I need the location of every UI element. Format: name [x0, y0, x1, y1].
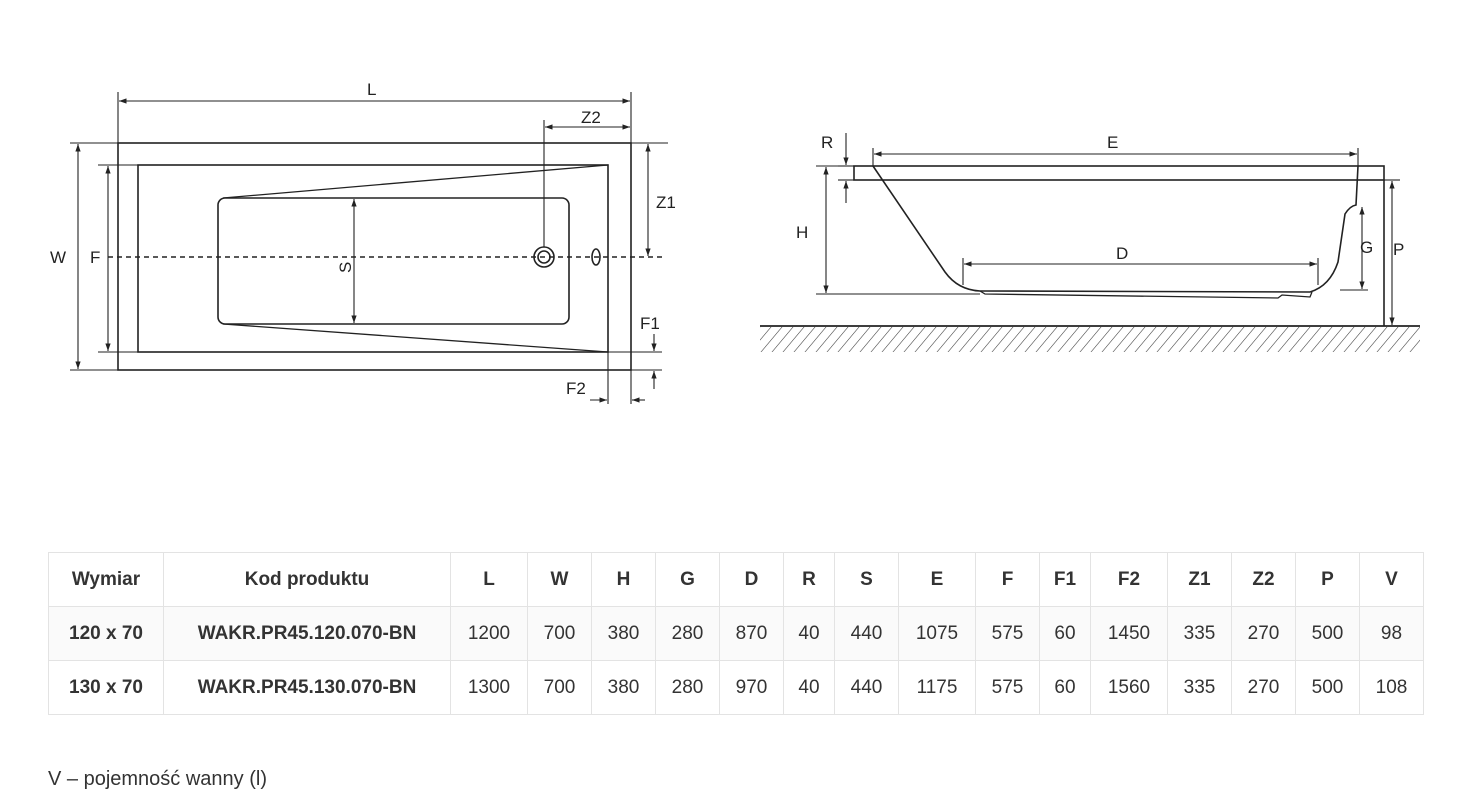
header-cell: Z1: [1167, 552, 1232, 607]
header-cell: S: [834, 552, 899, 607]
table-cell: 1075: [898, 606, 976, 661]
overflow-icon: [591, 248, 601, 266]
label-G: G: [1360, 238, 1373, 257]
label-F1: F1: [640, 314, 660, 333]
floor-hatch: [760, 327, 1420, 352]
side-view-dimensions: [816, 133, 1400, 325]
table-row: 120 x 70 WAKR.PR45.120.070-BN 1200 700 3…: [48, 606, 1424, 661]
header-cell: W: [527, 552, 592, 607]
label-Z2: Z2: [581, 108, 601, 127]
header-cell: V: [1359, 552, 1424, 607]
table-cell: 60: [1039, 606, 1091, 661]
side-view-drawing: [760, 165, 1420, 327]
label-F: F: [90, 248, 100, 267]
label-H: H: [796, 223, 808, 242]
label-R: R: [821, 133, 833, 152]
table-cell: 1300: [450, 660, 528, 715]
header-cell: E: [898, 552, 976, 607]
top-view-dimensions: [70, 92, 668, 404]
tub-bottom-plate: [979, 290, 1313, 299]
table-cell: 270: [1231, 606, 1296, 661]
table-cell: 970: [719, 660, 784, 715]
table-cell: 130 x 70: [48, 660, 164, 715]
technical-drawing: L Z2 Z1 W F S F1 F2: [50, 80, 1420, 404]
table-cell: 1450: [1090, 606, 1168, 661]
table-cell: 120 x 70: [48, 606, 164, 661]
side-view-labels: R E H D G P: [796, 133, 1404, 263]
label-S: S: [336, 262, 355, 273]
header-cell: R: [783, 552, 835, 607]
label-L: L: [367, 80, 376, 99]
header-cell: G: [655, 552, 720, 607]
tub-inner-basin: [137, 164, 609, 353]
table-cell: 40: [783, 660, 835, 715]
table-cell: 700: [527, 606, 592, 661]
tub-profile: [872, 165, 1359, 293]
table-cell: 575: [975, 606, 1040, 661]
table-cell: WAKR.PR45.120.070-BN: [163, 606, 451, 661]
label-P: P: [1393, 240, 1404, 259]
header-cell: H: [591, 552, 656, 607]
table-cell: 380: [591, 606, 656, 661]
slope-line-bottom: [222, 323, 609, 353]
top-view-drawing: [108, 142, 664, 371]
label-Z1: Z1: [656, 193, 676, 212]
table-cell: 335: [1167, 606, 1232, 661]
table-row: 130 x 70 WAKR.PR45.130.070-BN 1300 700 3…: [48, 660, 1424, 715]
header-cell: F1: [1039, 552, 1091, 607]
header-cell: L: [450, 552, 528, 607]
label-W: W: [50, 248, 66, 267]
header-cell: Wymiar: [48, 552, 164, 607]
tub-rim: [853, 165, 1385, 181]
table-cell: 575: [975, 660, 1040, 715]
header-cell: D: [719, 552, 784, 607]
table-cell: 280: [655, 660, 720, 715]
label-E: E: [1107, 133, 1118, 152]
table-cell: 335: [1167, 660, 1232, 715]
header-cell: F2: [1090, 552, 1168, 607]
table-cell: 500: [1295, 606, 1360, 661]
capacity-footnote: V – pojemność wanny (l): [48, 768, 267, 790]
top-view-labels: L Z2 Z1 W F S F1 F2: [50, 80, 676, 398]
header-cell: F: [975, 552, 1040, 607]
table-cell: 700: [527, 660, 592, 715]
table-cell: 1200: [450, 606, 528, 661]
header-cell: P: [1295, 552, 1360, 607]
dimensions-table: Wymiar Kod produktu L W H G D R S E F F1…: [48, 552, 1424, 715]
table-cell: 270: [1231, 660, 1296, 715]
tub-bottom-panel: [217, 197, 570, 325]
header-cell: Z2: [1231, 552, 1296, 607]
table-cell: 440: [834, 660, 899, 715]
table-cell: 40: [783, 606, 835, 661]
table-header-row: Wymiar Kod produktu L W H G D R S E F F1…: [48, 552, 1424, 607]
table-cell: 440: [834, 606, 899, 661]
table-cell: 1175: [898, 660, 976, 715]
table-cell: 108: [1359, 660, 1424, 715]
table-cell: 380: [591, 660, 656, 715]
table-cell: 870: [719, 606, 784, 661]
label-F2: F2: [566, 379, 586, 398]
table-cell: WAKR.PR45.130.070-BN: [163, 660, 451, 715]
table-cell: 60: [1039, 660, 1091, 715]
table-cell: 280: [655, 606, 720, 661]
table-cell: 1560: [1090, 660, 1168, 715]
slope-line-top: [222, 164, 609, 199]
label-D: D: [1116, 244, 1128, 263]
header-cell: Kod produktu: [163, 552, 451, 607]
table-cell: 98: [1359, 606, 1424, 661]
table-cell: 500: [1295, 660, 1360, 715]
